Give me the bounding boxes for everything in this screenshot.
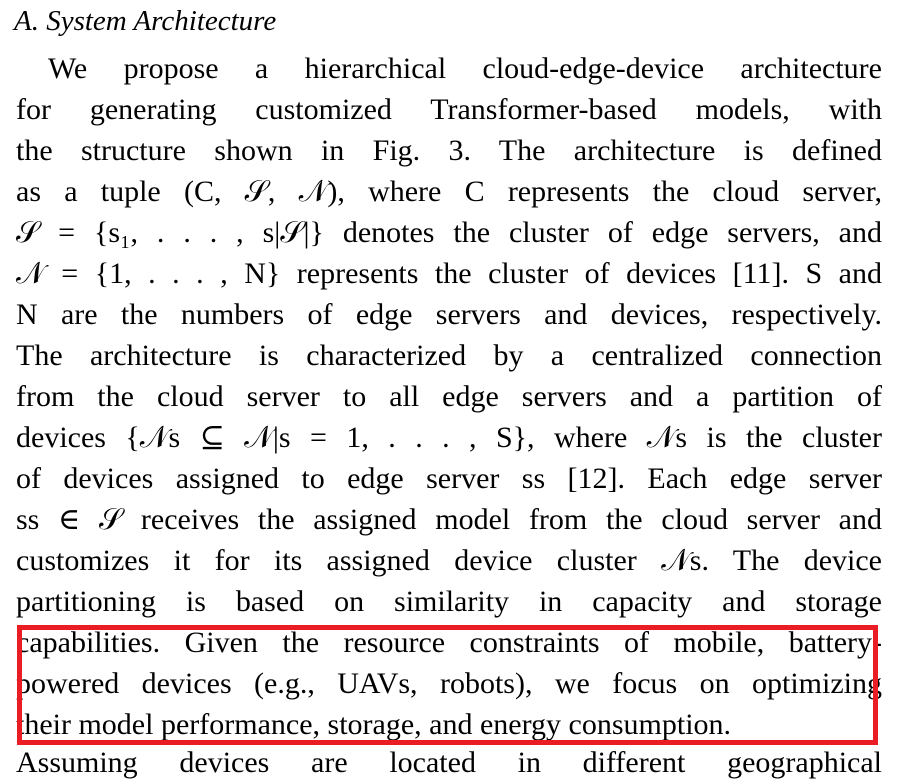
highlighted-line: powered devices (e.g., UAVs, robots), we… xyxy=(16,667,882,700)
paragraph-line: The architecture is characterized by a c… xyxy=(16,339,882,372)
paragraph-line: 𝒮 = {s₁, . . . , s|𝒮|} denotes the clust… xyxy=(16,216,882,249)
highlighted-line: their model performance, storage, and en… xyxy=(16,708,732,741)
paragraph-line: ss ∈ 𝒮 receives the assigned model from … xyxy=(16,503,882,536)
paragraph-line: from the cloud server to all edge server… xyxy=(16,380,882,413)
paper-page: A. System Architecture We propose a hier… xyxy=(14,5,882,779)
paragraph-line: customizes it for its assigned device cl… xyxy=(16,544,882,577)
paragraph-line: of devices assigned to edge server ss [1… xyxy=(16,462,882,495)
paragraph-line: partitioning is based on similarity in c… xyxy=(16,585,882,618)
cut-off-line: Assuming devices are located in differen… xyxy=(16,746,882,779)
paragraph-line: N are the numbers of edge servers and de… xyxy=(16,298,882,331)
paragraph-line: devices {𝒩s ⊆ 𝒩|s = 1, . . . , S}, where… xyxy=(16,421,882,454)
paragraph-line: as a tuple (C, 𝒮, 𝒩), where C represents… xyxy=(16,175,882,208)
paragraph-line: We propose a hierarchical cloud-edge-dev… xyxy=(48,52,882,85)
highlighted-line: capabilities. Given the resource constra… xyxy=(16,626,882,659)
paragraph-line: 𝒩 = {1, . . . , N} represents the cluste… xyxy=(16,257,882,290)
section-heading: A. System Architecture xyxy=(14,5,277,37)
paragraph-line: the structure shown in Fig. 3. The archi… xyxy=(16,134,882,167)
paragraph-line: for generating customized Transformer-ba… xyxy=(16,93,882,126)
